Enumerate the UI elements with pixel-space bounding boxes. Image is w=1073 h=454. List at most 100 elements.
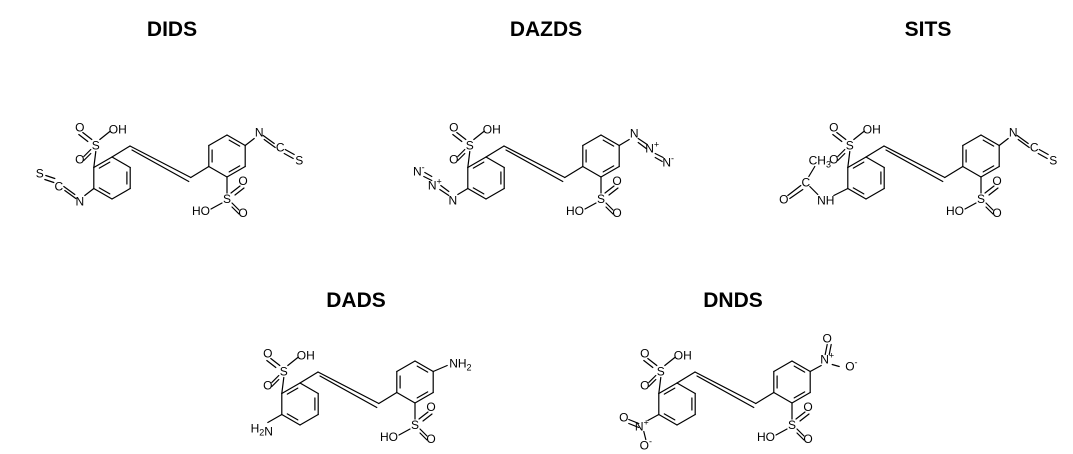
dnds-left-substituent-bond — [643, 430, 647, 441]
sits-sulfonate-top-s-o-bond — [837, 148, 846, 158]
dnds-right-substituent-bond — [831, 363, 840, 368]
dads-sulfonate-bottom-s-o-bond — [422, 413, 433, 422]
dads-right-ring-bond — [396, 360, 416, 373]
dazds-right-substituent-double-bond — [637, 141, 647, 150]
dids-sulfonate-bottom-oxygen: O — [238, 174, 247, 188]
dids-left-substituent-double-bond — [64, 189, 77, 200]
dazds-hydroxyl: HO — [566, 204, 584, 218]
sits-right-ring-double-bond — [982, 139, 995, 147]
dads-left-ring-bond — [281, 382, 301, 395]
dnds-sulfonate-bottom-s-o-bond — [796, 428, 805, 437]
sits-left-substituent-bond — [808, 165, 816, 178]
dads-c-s-bond — [281, 376, 285, 395]
dnds-left-ring-bond — [676, 382, 696, 395]
dnds-right-substituent-oxygen-minus: O- — [845, 358, 857, 374]
dazds-left-substituent-nitrogen-plus: N+ — [428, 177, 442, 193]
dnds-sulfonate-top-sulfur: S — [657, 365, 665, 379]
dnds-c-s-bond — [658, 376, 662, 395]
sits-left-ring-double-bond — [852, 161, 865, 169]
dads-vinyl-double-bond — [319, 375, 378, 409]
dazds-sulfonate-bottom-s-o-bond — [605, 206, 614, 215]
sits-right-substituent-double-bond — [1017, 138, 1030, 149]
dazds-right-substituent-double-bond — [637, 137, 648, 146]
dazds-vinyl-bond — [485, 145, 505, 158]
dads-sulfonate-top-s-o-bond — [271, 374, 280, 384]
dnds-sulfonate-top-s-o-bond — [643, 359, 654, 369]
title-sits: SITS — [904, 18, 952, 41]
dids-left-substituent-bond — [84, 187, 95, 197]
dads-vinyl-bond — [299, 371, 319, 384]
sits-left-substituent-nh: NH — [817, 194, 834, 208]
sits-left-substituent-carbon: C — [801, 176, 810, 190]
dnds-sulfonate-top-s-o-bond — [647, 357, 658, 367]
dads-sulfonate-bottom-oxygen: O — [426, 432, 435, 446]
dads-left-ring-bond — [299, 413, 319, 426]
dads-sulfonate-top-s-o-bond — [270, 357, 281, 367]
sits-left-substituent-bond — [809, 185, 819, 196]
sits-s-oh-bond — [964, 202, 977, 210]
dids-right-ring-bond — [208, 134, 228, 147]
title-dids: DIDS — [146, 18, 198, 41]
dids-sulfonate-bottom-s-o-bond — [234, 187, 245, 196]
sits-left-ring-bond — [847, 156, 867, 169]
dazds-right-substituent-bond — [618, 138, 630, 147]
dads-right-ring-bond — [414, 391, 434, 404]
dnds-left-ring-bond — [658, 413, 678, 426]
dids-vinyl-double-bond — [131, 149, 190, 183]
dazds-left-substituent-double-bond — [424, 171, 433, 178]
dnds-right-ring-bond — [791, 360, 811, 373]
dazds-sulfonate-top-s-o-bond — [457, 152, 466, 162]
dnds-left-substituent-oxygen-minus: O- — [640, 437, 652, 453]
sits-vinyl-double-bond — [885, 149, 944, 183]
sits-right-ring-bond — [962, 165, 982, 178]
dids-left-substituent-double-bond — [45, 174, 56, 180]
dazds-s-oh-bond — [473, 130, 485, 141]
dids-vinyl-bond — [111, 145, 131, 158]
sits-left-substituent-double-bond — [787, 184, 802, 197]
dazds-right-substituent-double-bond — [654, 156, 663, 163]
dads-sulfonate-top-s-o-bond — [266, 359, 277, 369]
dids-left-ring-bond — [93, 156, 113, 169]
sits-left-ring-bond — [865, 187, 885, 200]
sits-right-substituent-double-bond — [1037, 152, 1048, 160]
dazds-sulfonate-top-sulfur: S — [466, 139, 474, 153]
dazds-left-ring-bond — [467, 156, 487, 169]
dazds-vinyl-bond — [503, 145, 566, 179]
dids-right-ring-bond — [208, 165, 228, 178]
dads-left-ring-bond — [281, 413, 301, 426]
dnds-hydroxyl: HO — [757, 430, 775, 444]
sits-vinyl-bond — [944, 165, 964, 179]
dads-right-substituent-bond — [432, 364, 448, 373]
dids-sulfonate-bottom-oxygen: O — [238, 206, 247, 220]
dazds-c-s-bond — [467, 150, 471, 169]
dnds-left-ring-bond — [676, 413, 696, 426]
sits-sulfonate-top-oxygen: O — [829, 153, 838, 167]
sits-left-substituent-double-bond — [789, 188, 804, 200]
dads-left-ring-double-bond — [286, 387, 299, 395]
dads-vinyl-bond — [317, 371, 380, 405]
dids-sulfonate-bottom-s-o-bond — [231, 206, 240, 215]
dazds-sulfonate-bottom-oxygen: O — [612, 206, 621, 220]
dids-hydroxyl: HO — [192, 204, 210, 218]
dids-left-substituent-nitrogen: N — [75, 195, 84, 209]
sits-right-ring-bond — [980, 165, 1000, 178]
dnds-right-ring-bond — [773, 391, 793, 404]
dazds-s-oh-bond — [584, 202, 597, 210]
sits-right-substituent-double-bond — [1016, 134, 1029, 145]
dazds-left-ring-bond — [467, 187, 487, 200]
dids-right-substituent-sulfur: S — [295, 154, 303, 168]
dids-right-substituent-double-bond — [262, 134, 275, 145]
dazds-hydroxyl: OH — [483, 123, 501, 137]
sits-sulfonate-top-s-o-bond — [832, 133, 843, 143]
dads-sulfonate-top-s-o-bond — [271, 378, 280, 388]
sits-left-substituent-bond — [833, 187, 849, 197]
dnds-sulfonate-bottom-s-o-bond — [799, 413, 810, 422]
dids-sulfonate-top-s-o-bond — [83, 148, 92, 158]
sits-left-ring-bond — [847, 187, 867, 200]
dads-right-ring-bond — [396, 391, 416, 404]
dnds-sulfonate-bottom-s-o-bond — [796, 432, 805, 441]
dnds-sulfonate-bottom-s-o-bond — [795, 411, 806, 420]
sits-s-oh-bond — [853, 130, 865, 141]
dids-left-ring-double-bond — [98, 187, 111, 195]
dids-sulfonate-bottom-s-o-bond — [231, 202, 240, 211]
